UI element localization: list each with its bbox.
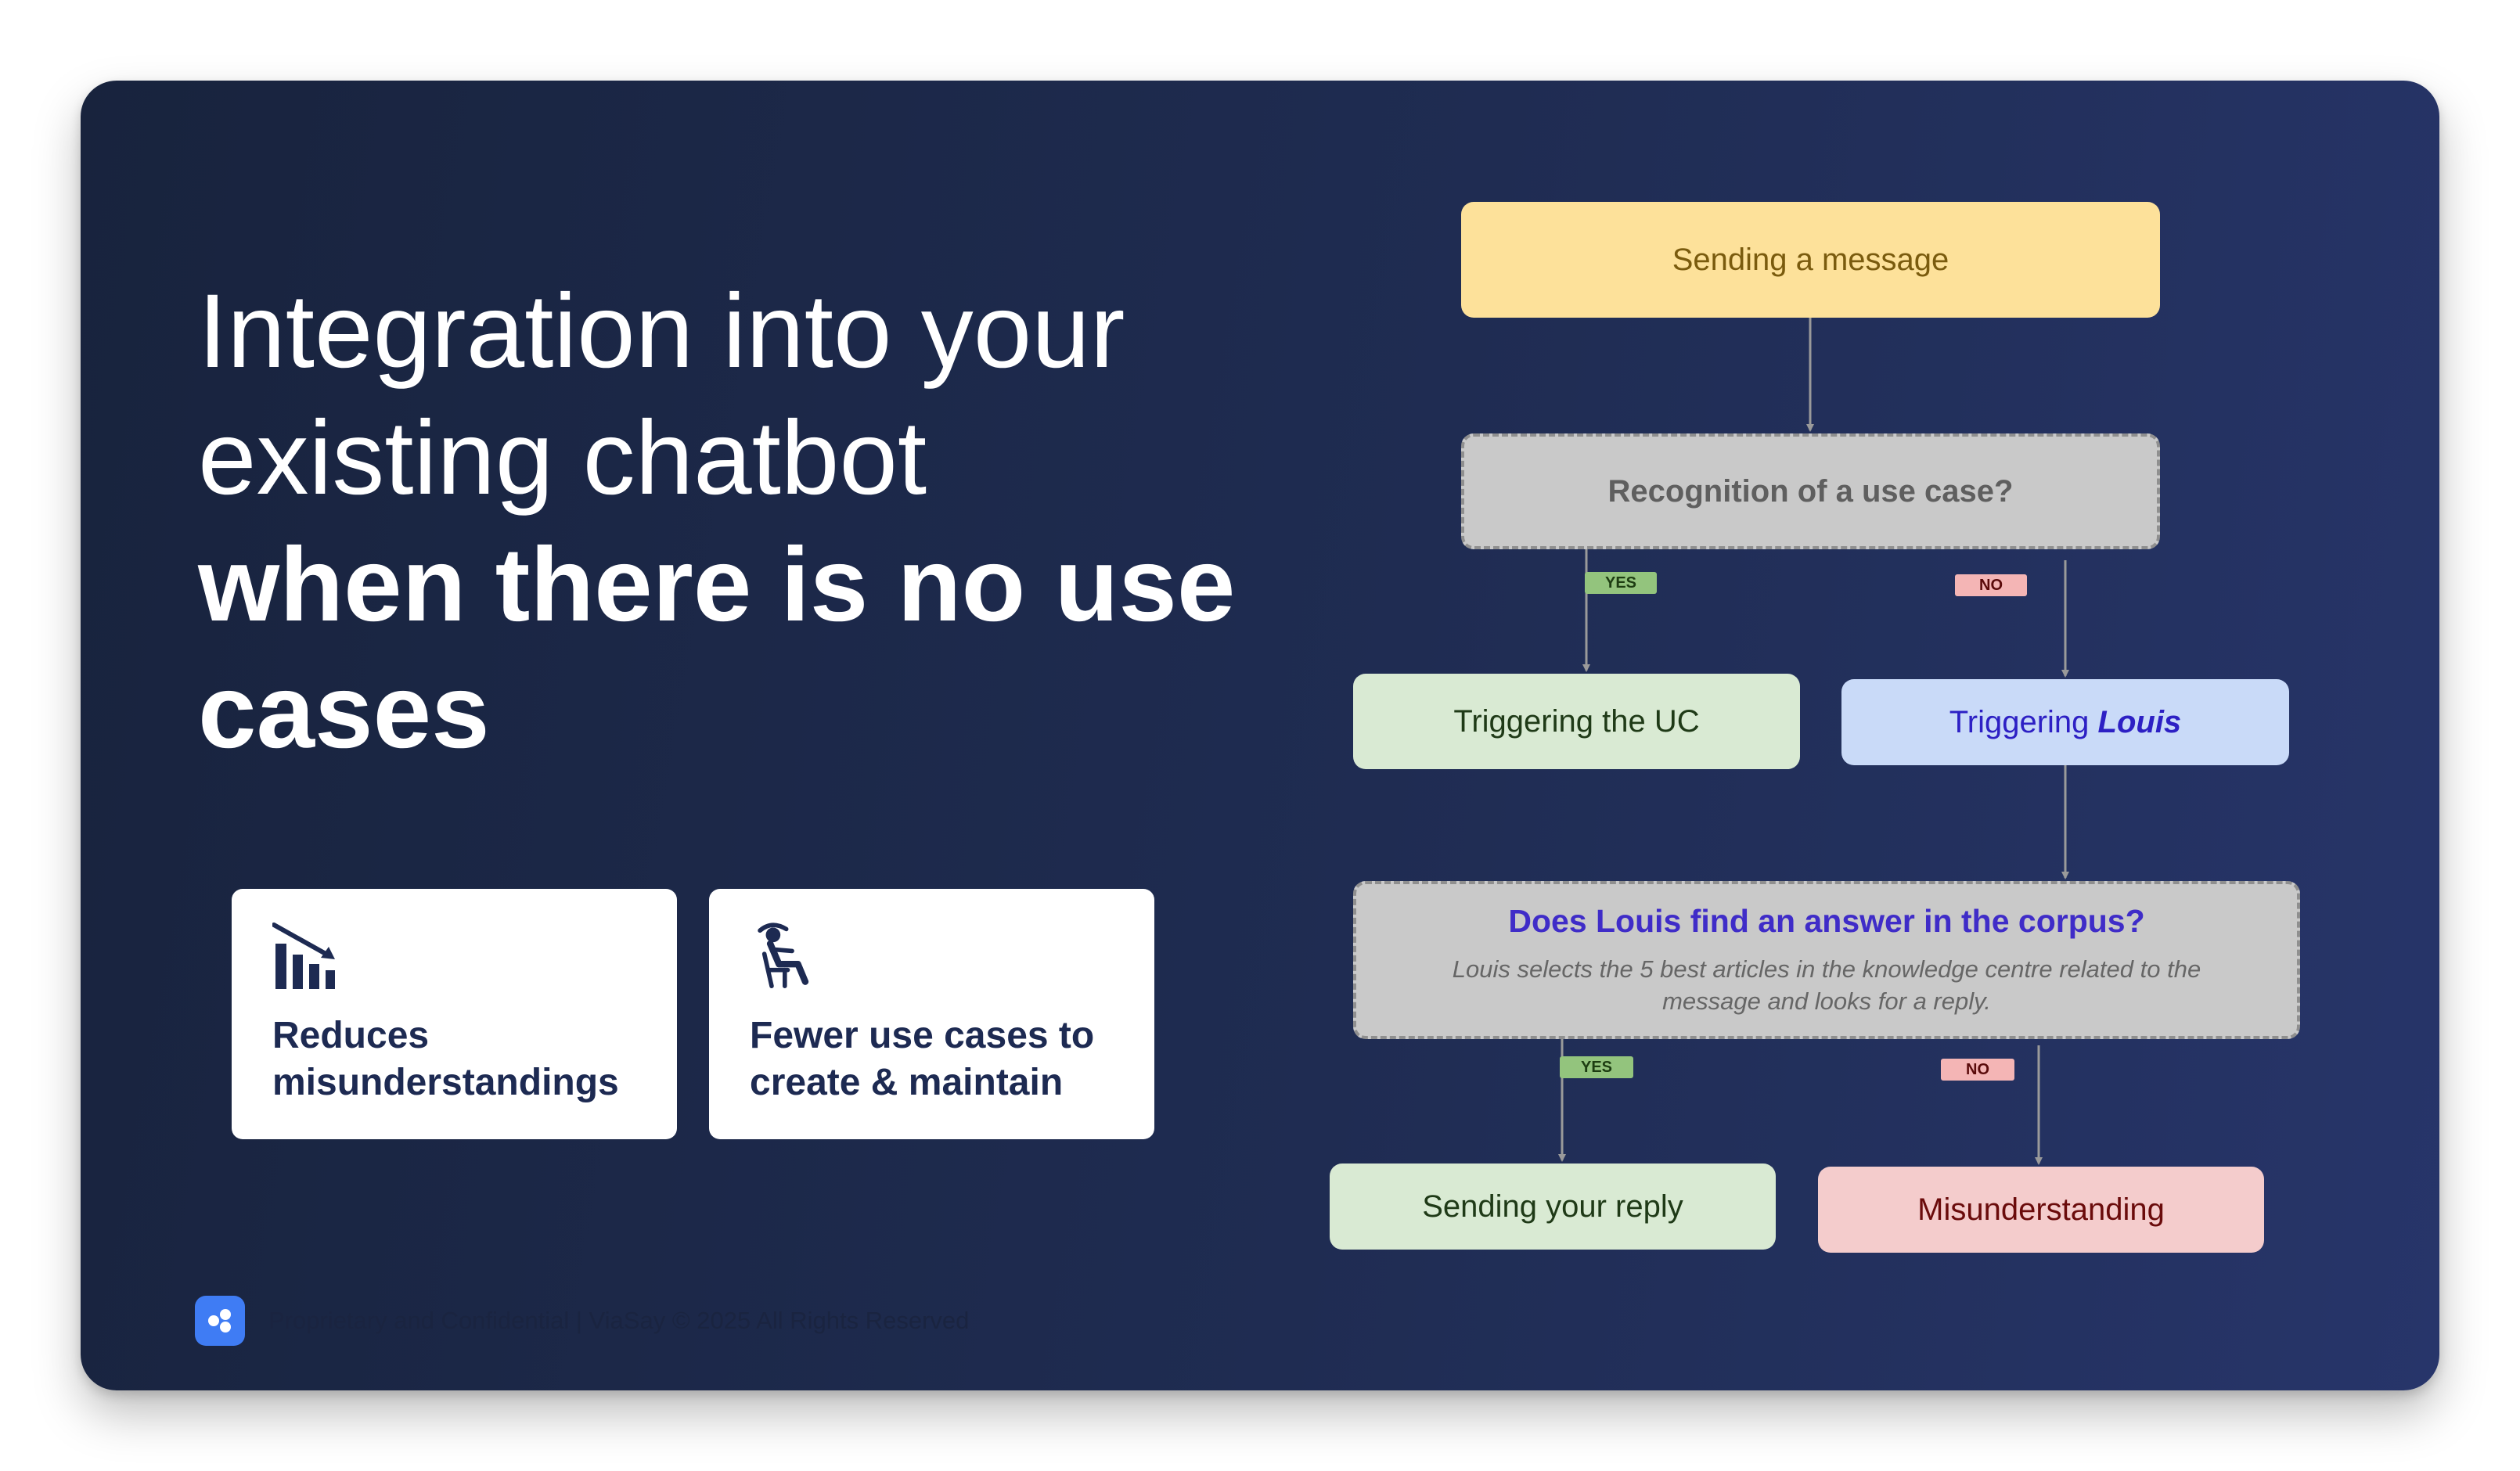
page-title: Integration into your existing chatbot w… xyxy=(198,268,1372,775)
yes-badge: YES xyxy=(1585,572,1657,594)
no-badge: NO xyxy=(1941,1059,2014,1081)
yes-badge: YES xyxy=(1560,1056,1633,1078)
benefit-label: Reduces misunderstandings xyxy=(272,1015,619,1103)
node-sending-reply: Sending your reply xyxy=(1330,1163,1776,1250)
title-line-2: existing chatbot xyxy=(198,400,927,516)
node-triggering-uc: Triggering the UC xyxy=(1353,674,1800,769)
benefit-label: Fewer use cases to create & maintain xyxy=(750,1015,1095,1103)
relaxing-person-chair-icon xyxy=(758,923,809,988)
chart-decreasing-icon xyxy=(272,923,335,989)
node-recognition-use-case: Recognition of a use case? xyxy=(1461,433,2160,549)
slide-card: Integration into your existing chatbot w… xyxy=(81,81,2439,1390)
footer-copyright: Proprietary and Confidential | ViaSay © … xyxy=(268,1307,970,1334)
node-misunderstanding: Misunderstanding xyxy=(1818,1167,2264,1253)
corpus-question: Does Louis find an answer in the corpus? xyxy=(1508,903,2145,939)
corpus-description: Louis selects the 5 best articles in the… xyxy=(1452,955,2201,1015)
benefit-card-misunderstandings: Reduces misunderstandings xyxy=(232,889,677,1139)
title-bold-line-1: when there is no use xyxy=(198,527,1236,643)
node-triggering-louis: Triggering Louis xyxy=(1841,679,2289,765)
title-line-1: Integration into your xyxy=(198,273,1125,390)
footer: Proprietary and Confidential | ViaSay © … xyxy=(195,1296,969,1346)
title-bold-line-2: cases xyxy=(198,653,490,770)
viasay-logo-icon xyxy=(195,1296,245,1346)
node-sending-message: Sending a message xyxy=(1461,202,2160,318)
node-corpus-answer: Does Louis find an answer in the corpus?… xyxy=(1353,881,2300,1039)
no-badge: NO xyxy=(1955,574,2027,596)
benefit-card-fewer-use-cases: Fewer use cases to create & maintain xyxy=(709,889,1154,1139)
flowchart-connectors xyxy=(1558,318,2069,1165)
